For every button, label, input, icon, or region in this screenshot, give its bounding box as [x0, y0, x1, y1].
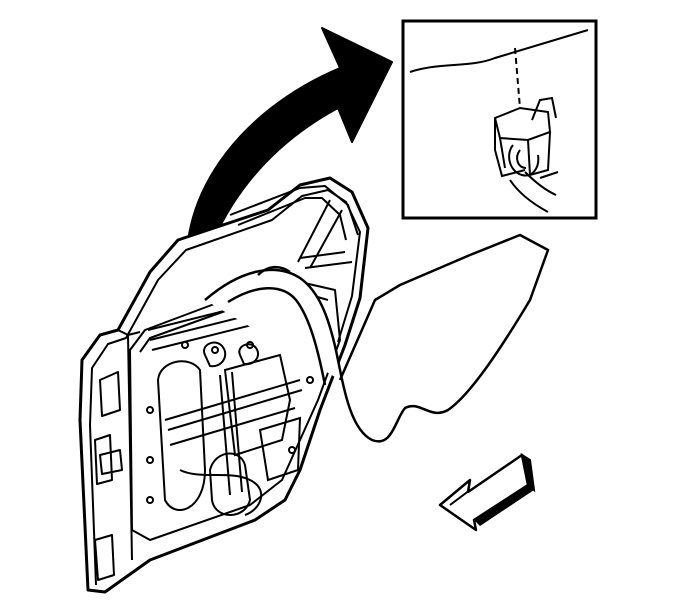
door-window-glass — [204, 233, 550, 443]
detail-inset — [401, 19, 598, 220]
door-inner-panel — [146, 326, 324, 516]
glass-clip-detail — [493, 96, 559, 213]
curved-arrow-icon — [185, 27, 393, 296]
direction-arrow-icon — [438, 452, 536, 532]
